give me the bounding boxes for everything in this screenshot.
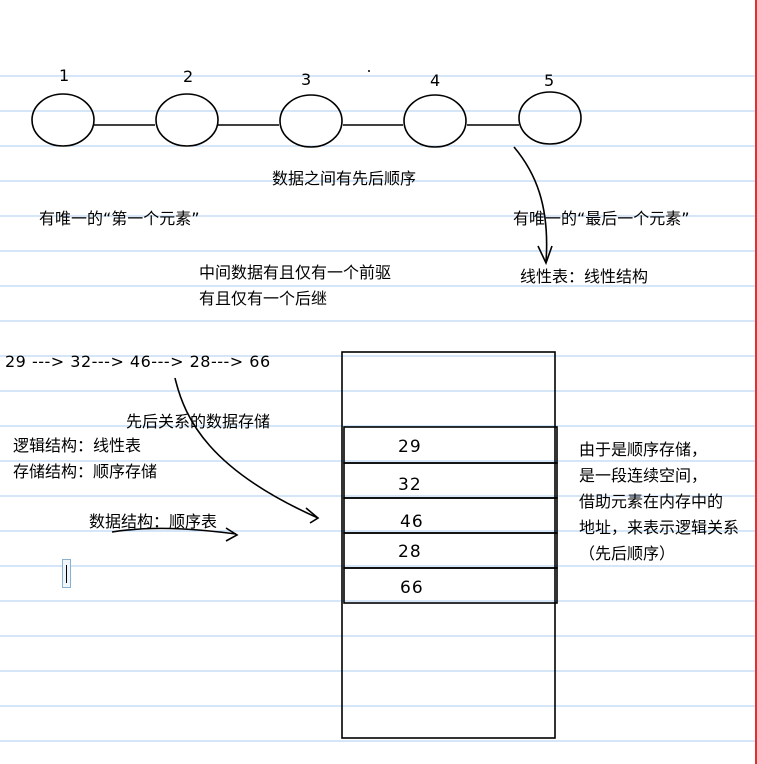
memory-cell-frame	[343, 497, 558, 534]
node-4-circle	[403, 94, 467, 148]
note-middle-line1: 中间数据有且仅有一个前驱	[199, 263, 392, 282]
arrow-head	[537, 245, 553, 266]
note-logical-structure: 逻辑结构：线性表	[13, 436, 142, 455]
text-cursor[interactable]	[62, 559, 71, 588]
node-1-circle	[31, 93, 95, 147]
memory-block	[341, 351, 556, 739]
memory-cell-frame	[343, 532, 558, 569]
node-5-circle	[518, 91, 582, 145]
node-label-5: 5	[544, 71, 555, 90]
note-reason-line1: 由于是顺序存储，	[579, 440, 708, 459]
arrow-to-memory	[174, 377, 319, 519]
margin-line	[755, 0, 757, 764]
note-last-element: 有唯一的“最后一个元素”	[513, 209, 690, 228]
node-3-circle	[279, 94, 343, 148]
note-reason-line2: 是一段连续空间，	[579, 466, 708, 485]
arrow-head	[305, 507, 320, 524]
note-sequence: 数据之间有先后顺序	[272, 169, 417, 188]
note-middle-line2: 有且仅有一个后继	[199, 289, 328, 308]
underline-arrow	[111, 527, 237, 535]
note-first-element: 有唯一的“第一个元素”	[39, 209, 200, 228]
memory-cell-value: 29	[398, 437, 422, 457]
note-data-structure: 数据结构：顺序表	[89, 512, 218, 531]
note-reason-line5: （先后顺序）	[579, 544, 676, 563]
note-storage-caption: 先后关系的数据存储	[126, 412, 271, 431]
note-linear-list: 线性表：线性结构	[520, 267, 649, 286]
node-label-4: 4	[430, 71, 441, 90]
memory-cell-value: 32	[398, 475, 422, 495]
node-2-circle	[155, 93, 219, 147]
memory-cell-value: 46	[400, 512, 424, 532]
note-storage-structure: 存储结构：顺序存储	[13, 462, 158, 481]
node-label-1: 1	[59, 66, 70, 85]
memory-cell-value: 28	[398, 542, 422, 562]
node-label-3: 3	[301, 70, 312, 89]
memory-cell-value: 66	[400, 578, 424, 598]
note-sequence-values: 29 ---> 32---> 46---> 28---> 66	[5, 352, 271, 371]
ink-dot	[368, 70, 370, 72]
memory-cell-frame	[343, 462, 558, 499]
memory-cell-frame	[343, 426, 558, 464]
arrow-to-linear-list	[513, 146, 548, 263]
memory-cell-frame	[343, 567, 558, 604]
arrow-head	[225, 527, 239, 542]
node-label-2: 2	[183, 67, 194, 86]
note-reason-line3: 借助元素在内存中的	[579, 492, 724, 511]
note-reason-line4: 地址，来表示逻辑关系	[579, 518, 740, 537]
